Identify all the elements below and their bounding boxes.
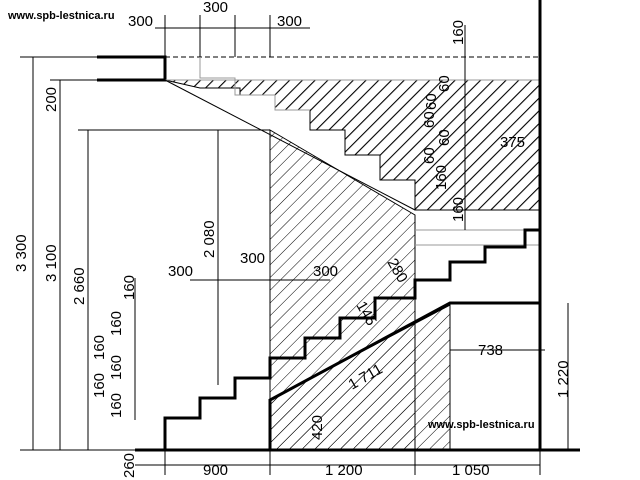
dim-upper-riser-bottom: 160 [450, 197, 467, 222]
upper-dimension-lines [155, 15, 466, 230]
dim-upper-riser-5: 60 [421, 147, 438, 164]
lower-dimension-lines [134, 278, 569, 475]
dim-slab-thickness: 200 [43, 87, 60, 112]
dim-floor-to-floor: 3 100 [43, 244, 60, 282]
dim-top-riser: 160 [450, 20, 467, 45]
dim-upper-tread-3: 300 [277, 13, 302, 30]
dim-upper-riser-2: 60 [423, 93, 440, 110]
dim-headroom: 2 080 [201, 220, 218, 258]
dim-lower-tread-2: 300 [240, 250, 265, 267]
dim-lower-riser-5: 160 [91, 373, 108, 398]
dim-base-height: 260 [121, 453, 138, 478]
dim-upper-tread-2: 300 [203, 0, 228, 16]
dim-lower-riser-4: 160 [108, 355, 125, 380]
dim-landing-height: 2 660 [71, 267, 88, 305]
dim-lower-riser-3: 160 [91, 335, 108, 360]
dim-landing-offset: 375 [500, 134, 525, 151]
dim-lower-riser-2: 160 [108, 311, 125, 336]
dim-support-height: 420 [309, 415, 326, 440]
dim-upper-riser-3: 60 [421, 111, 438, 128]
watermark-bottom: www.spb-lestnica.ru [427, 419, 535, 431]
dim-wall-height: 1 220 [555, 360, 572, 398]
watermark-top: www.spb-lestnica.ru [7, 10, 115, 22]
dim-bottom-left: 900 [203, 462, 228, 479]
dim-bottom-middle: 1 200 [325, 462, 363, 479]
dim-upper-tread-1: 300 [128, 13, 153, 30]
upper-slab [97, 55, 167, 82]
dim-upper-riser-last: 160 [433, 165, 450, 190]
dim-right-span: 738 [478, 342, 503, 359]
lower-stair-outline [163, 228, 540, 450]
dim-upper-riser-4: 60 [436, 129, 453, 146]
dim-lower-riser-6: 160 [108, 393, 125, 418]
dim-lower-tread-3: 300 [313, 263, 338, 280]
upper-steps-gray [199, 57, 310, 111]
dim-bottom-right: 1 050 [452, 462, 490, 479]
upper-soffit-line [164, 79, 416, 211]
upper-flight-hatch [164, 79, 541, 211]
dim-total-height: 3 300 [13, 234, 30, 272]
lower-flight-underside [268, 301, 540, 450]
dim-lower-tread-1: 300 [168, 263, 193, 280]
dim-lower-riser-1: 160 [121, 275, 138, 300]
dim-upper-riser-1: 60 [436, 75, 453, 92]
left-dimension-lines [20, 56, 270, 451]
